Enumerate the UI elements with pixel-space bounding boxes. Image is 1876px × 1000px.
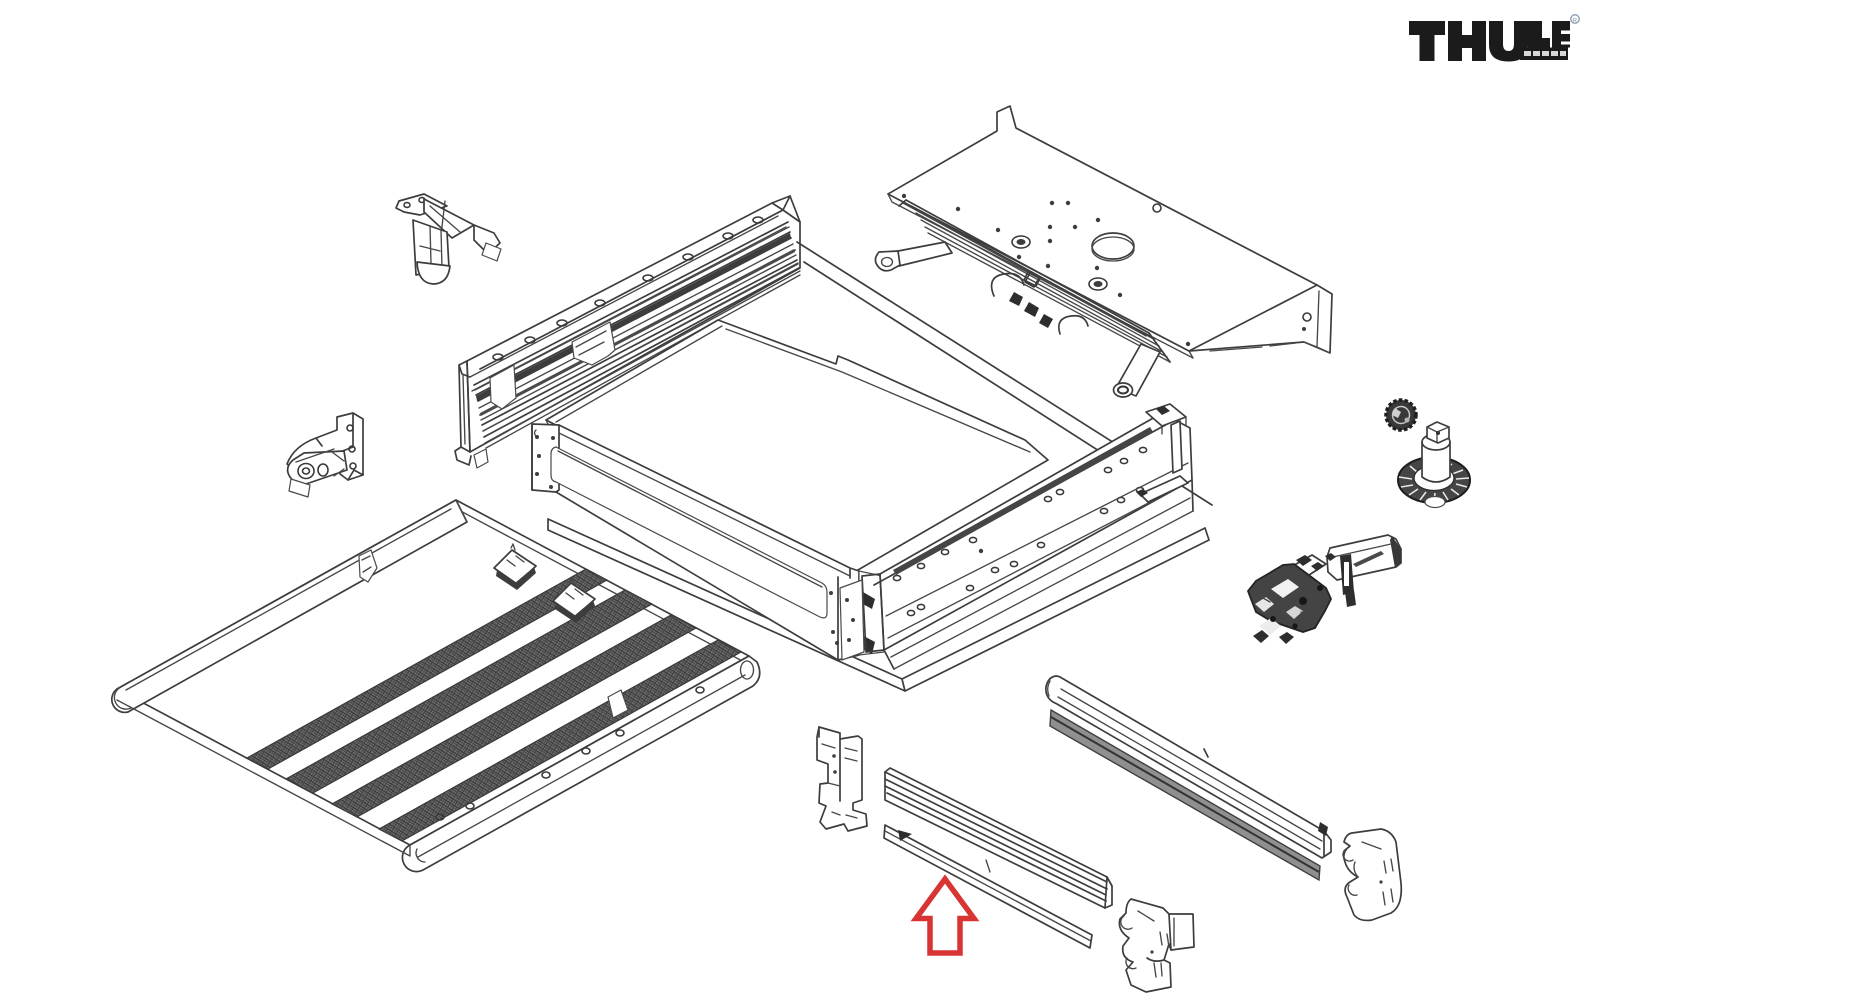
svg-text:R: R bbox=[1573, 18, 1577, 24]
